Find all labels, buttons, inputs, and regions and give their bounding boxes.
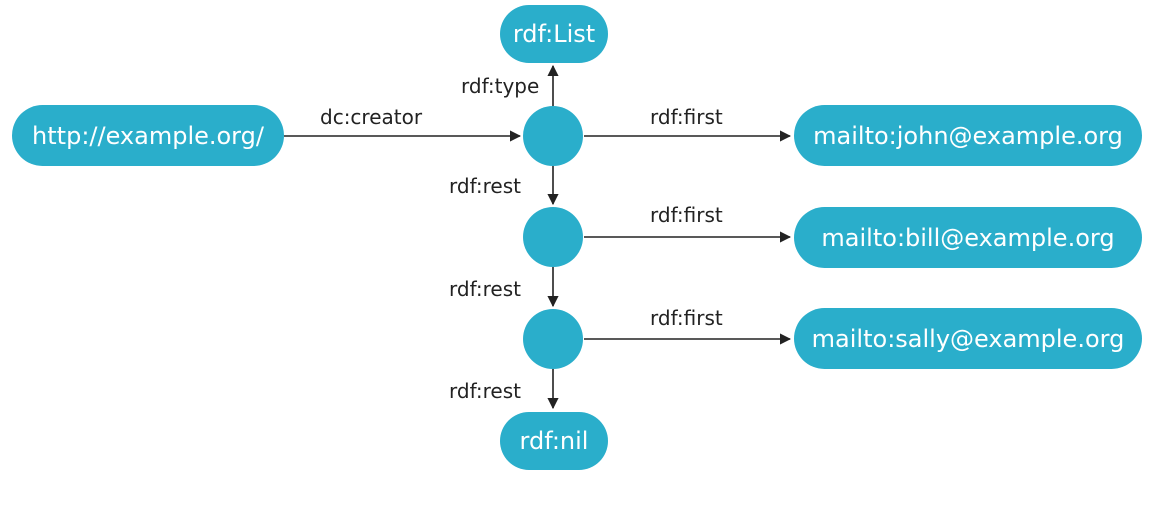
node-bill-label: mailto:bill@example.org: [821, 224, 1114, 252]
node-sally-label: mailto:sally@example.org: [812, 325, 1125, 353]
edge-label-first-3: rdf:first: [650, 306, 723, 330]
node-subject-label: http://example.org/: [32, 122, 265, 150]
blank-node-1: [523, 106, 583, 166]
node-john-label: mailto:john@example.org: [813, 122, 1123, 150]
edge-label-rest-2: rdf:rest: [449, 277, 521, 301]
edge-label-rest-3: rdf:rest: [449, 379, 521, 403]
node-nil: rdf:nil: [500, 412, 608, 470]
node-list-type: rdf:List: [500, 5, 608, 63]
node-sally: mailto:sally@example.org: [794, 308, 1142, 369]
node-list-type-label: rdf:List: [513, 20, 595, 48]
blank-node-3: [523, 309, 583, 369]
edge-label-rest-1: rdf:rest: [449, 174, 521, 198]
node-bill: mailto:bill@example.org: [794, 207, 1142, 268]
node-subject: http://example.org/: [12, 105, 284, 166]
edge-label-first-1: rdf:first: [650, 105, 723, 129]
node-john: mailto:john@example.org: [794, 105, 1142, 166]
edge-label-creator: dc:creator: [320, 105, 423, 129]
blank-node-2: [523, 207, 583, 267]
edge-label-first-2: rdf:first: [650, 203, 723, 227]
node-nil-label: rdf:nil: [520, 427, 589, 455]
edge-label-type: rdf:type: [461, 74, 539, 98]
